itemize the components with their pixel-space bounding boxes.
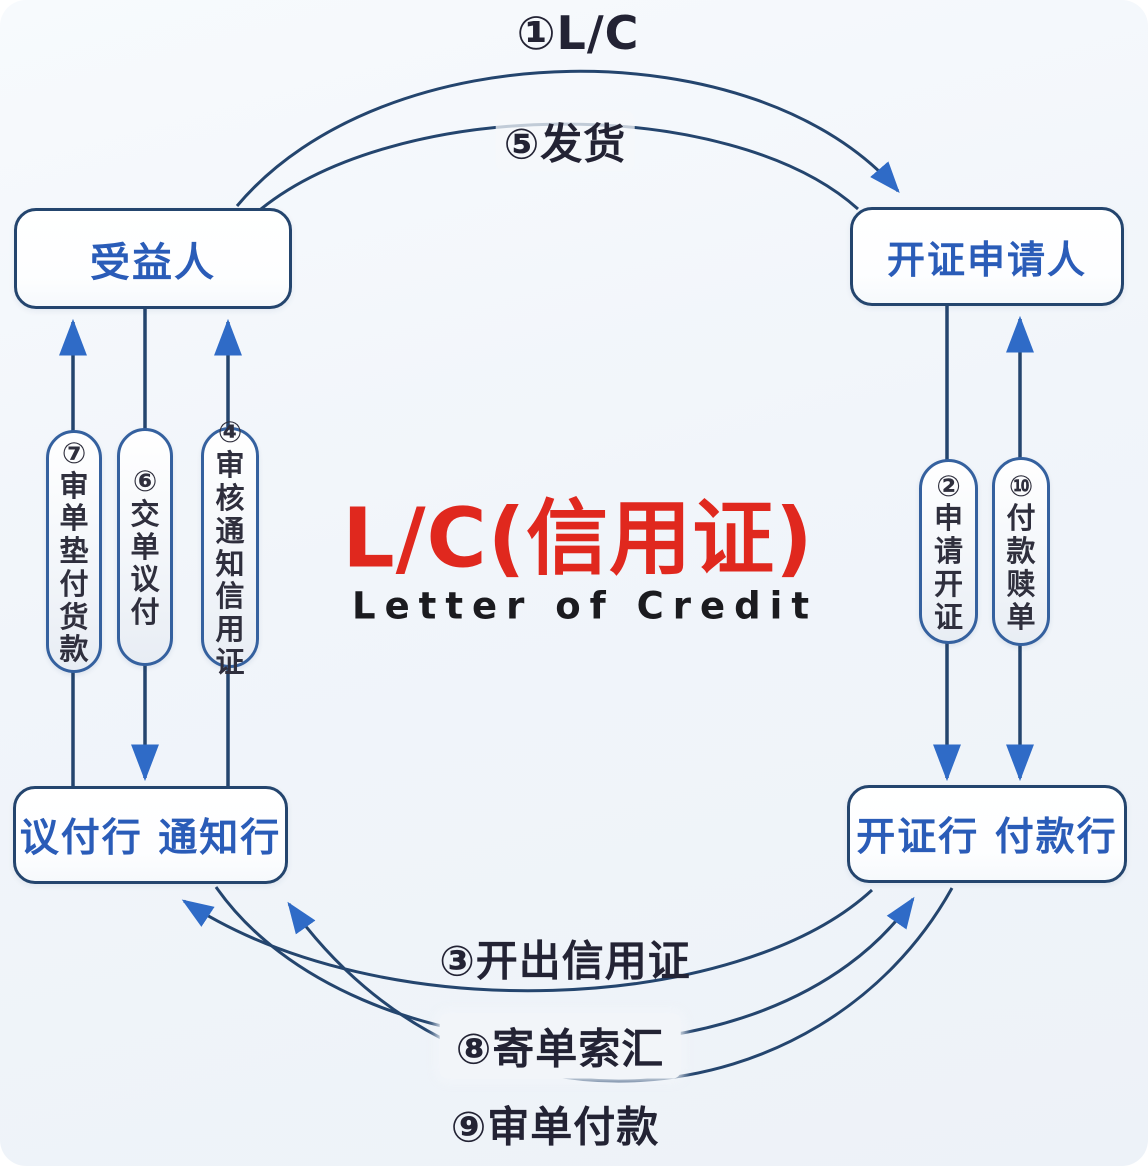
arc-step9-pay <box>287 887 954 1083</box>
label-step5-ship-goods: ⑤发货 <box>495 110 635 172</box>
node-beneficiary-label: 受益人 <box>90 239 216 286</box>
pill-step2-apply-open-lc: ②申请开证 <box>919 459 978 644</box>
node-negotiating-advising-bank: 议付行 通知行 <box>13 786 288 884</box>
pill-step2-label: ②申请开证 <box>933 468 963 634</box>
pill-step10-pay-redeem-docs: ⑩付款赎单 <box>992 457 1050 646</box>
label-step9-examine-docs-pay: ⑨审单付款 <box>450 1102 660 1152</box>
arc-step1-lc <box>235 69 900 207</box>
diagram-title: L/C(信用证) <box>342 491 814 587</box>
arc-step3-issue-lc <box>181 888 874 993</box>
node-issuing-paying-bank: 开证行 付款行 <box>847 785 1127 883</box>
pill-step6-present-docs-negotiate: ⑥交单议付 <box>117 428 173 666</box>
pill-step4-label: ④审核通知信用证 <box>215 415 245 679</box>
node-beneficiary: 受益人 <box>14 208 292 309</box>
label-step8-send-docs-claim: ⑧寄单索汇 <box>439 1013 681 1079</box>
pill-step7-examine-docs-advance-payment: ⑦审单垫付货款 <box>46 430 102 673</box>
pill-step10-label: ⑩付款赎单 <box>1006 468 1036 634</box>
node-negotiating-advising-bank-label: 议付行 通知行 <box>19 816 282 861</box>
diagram-subtitle: Letter of Credit <box>351 584 819 628</box>
pill-step4-verify-advise-lc: ④审核通知信用证 <box>201 416 259 678</box>
pill-step7-label: ⑦审单垫付货款 <box>59 435 89 667</box>
label-step3-issue-lc: ③开出信用证 <box>439 936 691 986</box>
label-step1-lc: ①L/C <box>516 6 640 60</box>
node-issuing-paying-bank-label: 开证行 付款行 <box>856 815 1118 860</box>
node-applicant-label: 开证申请人 <box>886 238 1087 282</box>
pill-step6-label: ⑥交单议付 <box>130 464 160 630</box>
node-applicant: 开证申请人 <box>850 207 1124 306</box>
